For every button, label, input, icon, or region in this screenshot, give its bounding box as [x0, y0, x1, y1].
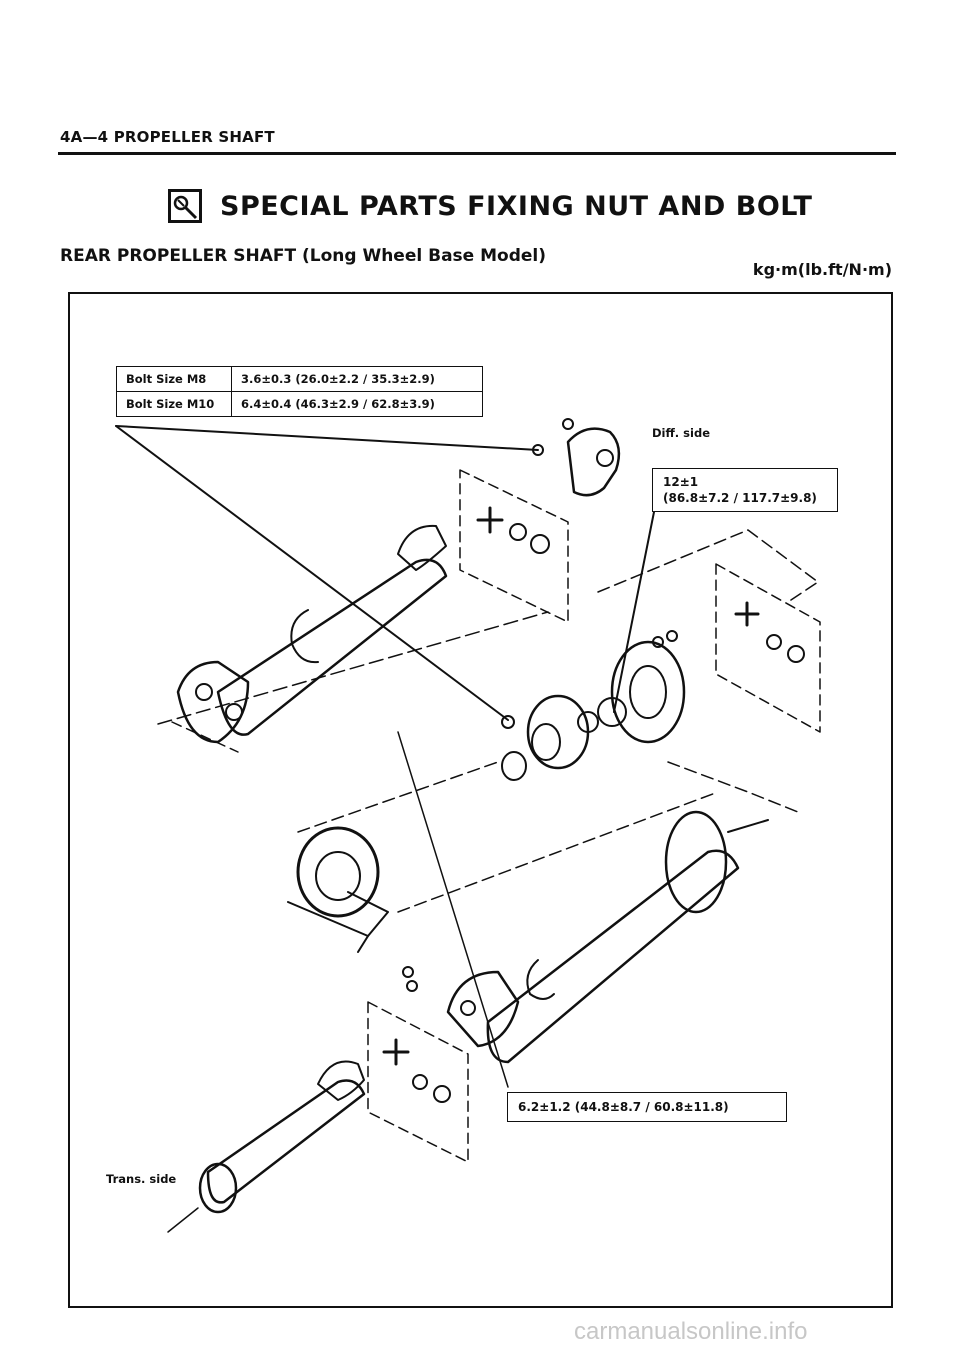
- front-shaft-tube: [446, 761, 799, 1064]
- right-ujoint-kit: [597, 529, 821, 733]
- trans-side-label: Trans. side: [106, 1172, 177, 1186]
- leader-line-center-bearing: [397, 731, 509, 1088]
- center-bearing-torque-box: 6.2±1.2 (44.8±8.7 / 60.8±11.8): [507, 1092, 787, 1122]
- torque-cell: 6.4±0.4 (46.3±2.9 / 62.8±3.9): [231, 391, 483, 417]
- bolt-size-cell: Bolt Size M8: [116, 366, 232, 392]
- flange-nut-torque-converted: (86.8±7.2 / 117.7±9.8): [663, 491, 817, 505]
- propeller-shaft-diagram: [115, 418, 821, 1233]
- table-row: Bolt Size M10 6.4±0.4 (46.3±2.9 / 62.8±3…: [116, 391, 483, 417]
- center-bearing: [287, 761, 719, 953]
- table-row: Bolt Size M8 3.6±0.3 (26.0±2.2 / 35.3±2.…: [116, 366, 483, 392]
- lower-ujoint-kit: [367, 966, 469, 1163]
- torque-cell: 3.6±0.3 (26.0±2.2 / 35.3±2.9): [231, 366, 483, 392]
- section-header: 4A—4 PROPELLER SHAFT: [60, 128, 275, 146]
- diff-side-label: Diff. side: [652, 426, 710, 440]
- trans-side-yoke: [167, 1060, 366, 1233]
- title-row: SPECIAL PARTS FIXING NUT AND BOLT: [168, 186, 812, 226]
- center-yoke-flange: [501, 694, 590, 781]
- units-label: kg·m(lb.ft/N·m): [752, 260, 892, 279]
- rear-shaft-tube: [157, 524, 549, 753]
- header-rule: [58, 152, 896, 155]
- diagram-frame: [68, 292, 893, 1308]
- torque-wrench-icon: [168, 189, 202, 223]
- flange-nut-torque-box: 12±1 (86.8±7.2 / 117.7±9.8): [652, 468, 838, 512]
- page-title: SPECIAL PARTS FIXING NUT AND BOLT: [220, 190, 813, 222]
- flange-nut-torque-value: 12±1: [663, 475, 699, 489]
- leader-line-flange-nut: [613, 511, 655, 713]
- subtitle: REAR PROPELLER SHAFT (Long Wheel Base Mo…: [60, 246, 547, 266]
- leader-line-flange-bolt: [115, 425, 509, 721]
- upper-ujoint-kit: [459, 469, 569, 623]
- leader-line-diff-bolt: [115, 425, 539, 451]
- bolt-size-cell: Bolt Size M10: [116, 391, 232, 417]
- diff-yoke: [532, 418, 621, 497]
- bolt-torque-table: Bolt Size M8 3.6±0.3 (26.0±2.2 / 35.3±2.…: [116, 366, 483, 417]
- watermark: carmanualsonline.info: [574, 1318, 808, 1345]
